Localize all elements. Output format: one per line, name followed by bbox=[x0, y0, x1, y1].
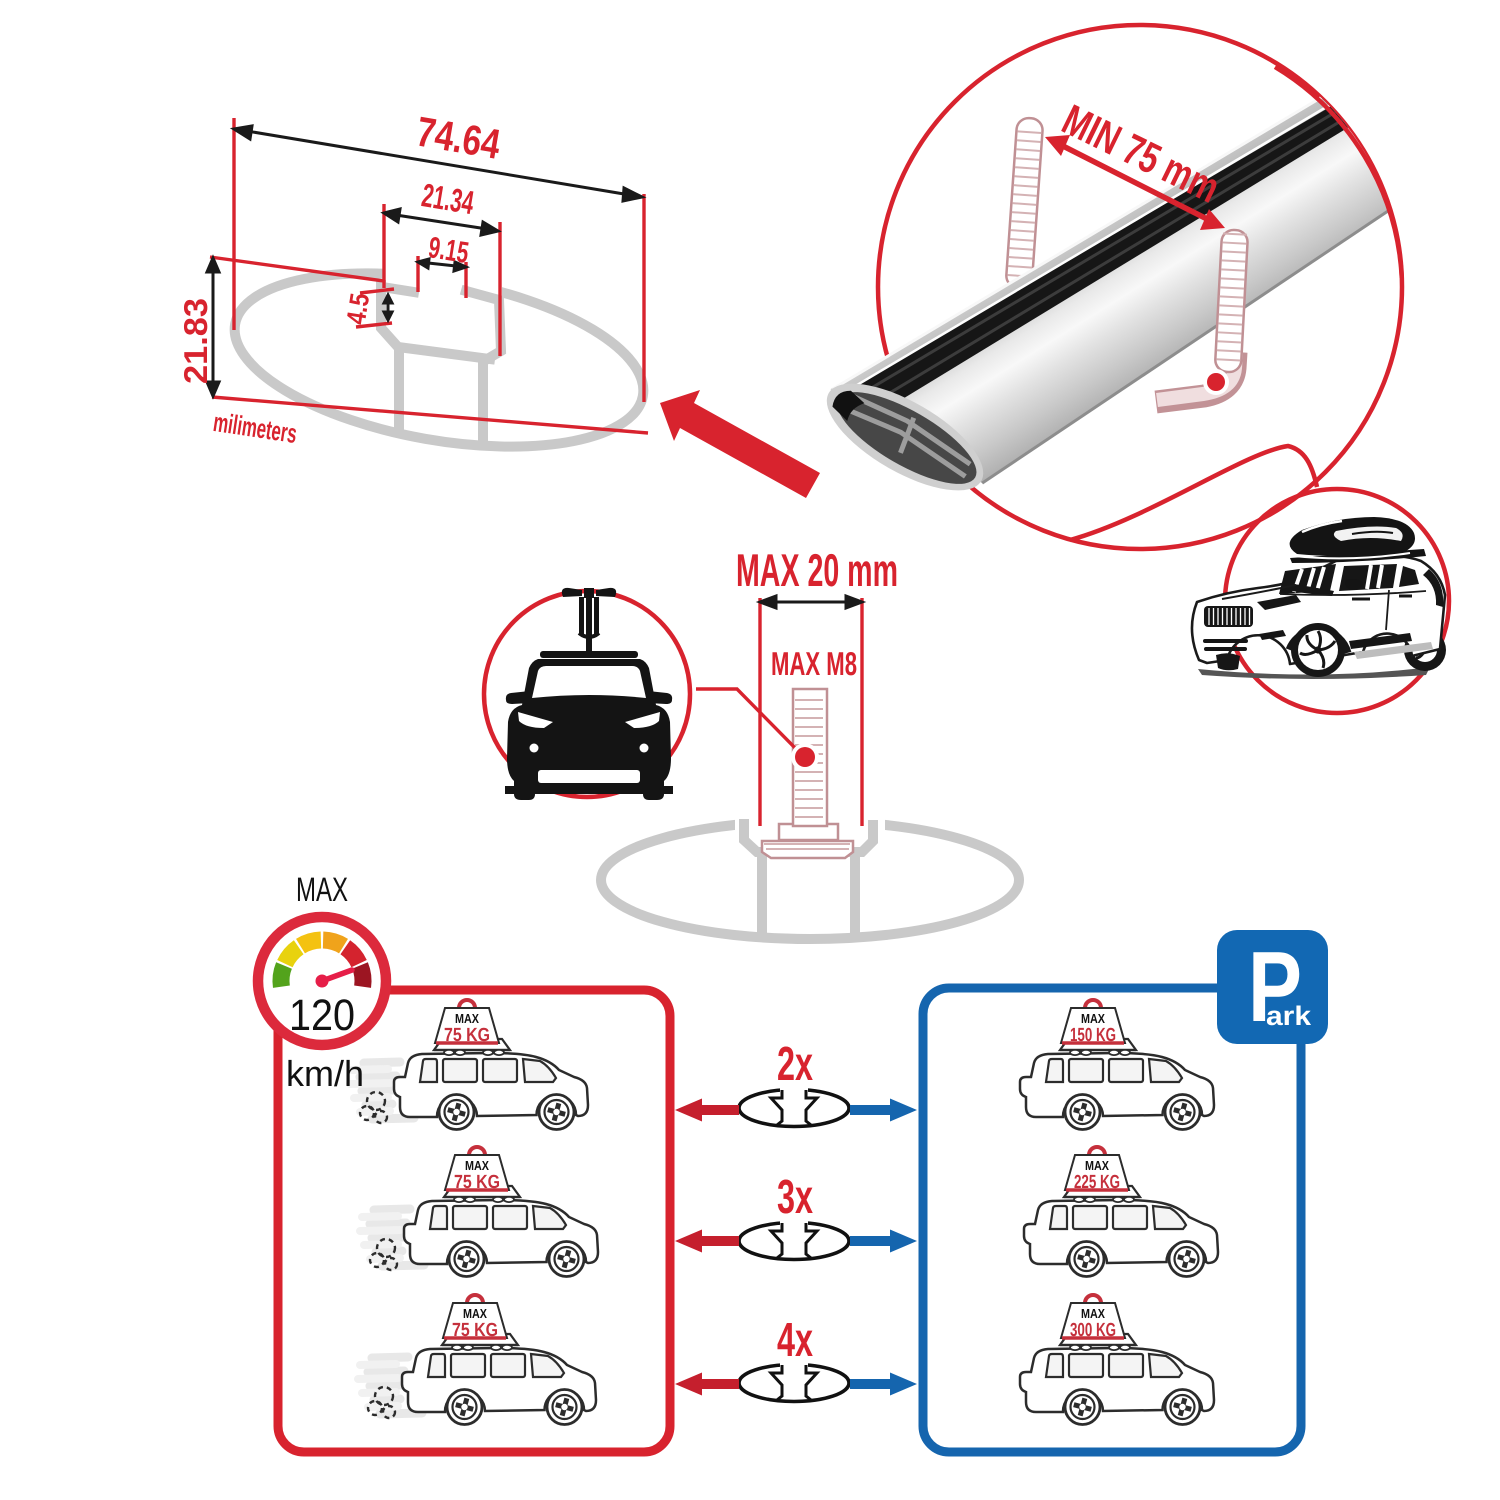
svg-text:P: P bbox=[1248, 931, 1302, 1043]
svg-text:MAX: MAX bbox=[1085, 1158, 1109, 1173]
svg-text:km/h: km/h bbox=[286, 1053, 364, 1094]
svg-text:150 KG: 150 KG bbox=[1070, 1025, 1116, 1046]
svg-text:300 KG: 300 KG bbox=[1070, 1320, 1116, 1341]
svg-text:MAX: MAX bbox=[296, 871, 348, 909]
svg-text:MAX: MAX bbox=[1081, 1011, 1105, 1026]
svg-text:MAX 20 mm: MAX 20 mm bbox=[736, 544, 898, 596]
svg-text:21.34: 21.34 bbox=[419, 176, 477, 221]
svg-text:225 KG: 225 KG bbox=[1074, 1172, 1120, 1193]
svg-text:4.5: 4.5 bbox=[341, 291, 375, 326]
svg-text:2x: 2x bbox=[777, 1038, 813, 1091]
svg-text:3x: 3x bbox=[777, 1171, 813, 1224]
svg-text:MAX M8: MAX M8 bbox=[771, 645, 857, 682]
svg-text:ark: ark bbox=[1266, 1001, 1312, 1031]
svg-text:21.83: 21.83 bbox=[177, 298, 214, 384]
svg-text:4x: 4x bbox=[777, 1314, 813, 1367]
svg-text:milimeters: milimeters bbox=[211, 407, 299, 449]
svg-text:MAX: MAX bbox=[1081, 1306, 1105, 1321]
svg-text:9.15: 9.15 bbox=[426, 231, 471, 270]
svg-text:74.64: 74.64 bbox=[413, 108, 504, 168]
svg-text:120: 120 bbox=[289, 991, 355, 1040]
